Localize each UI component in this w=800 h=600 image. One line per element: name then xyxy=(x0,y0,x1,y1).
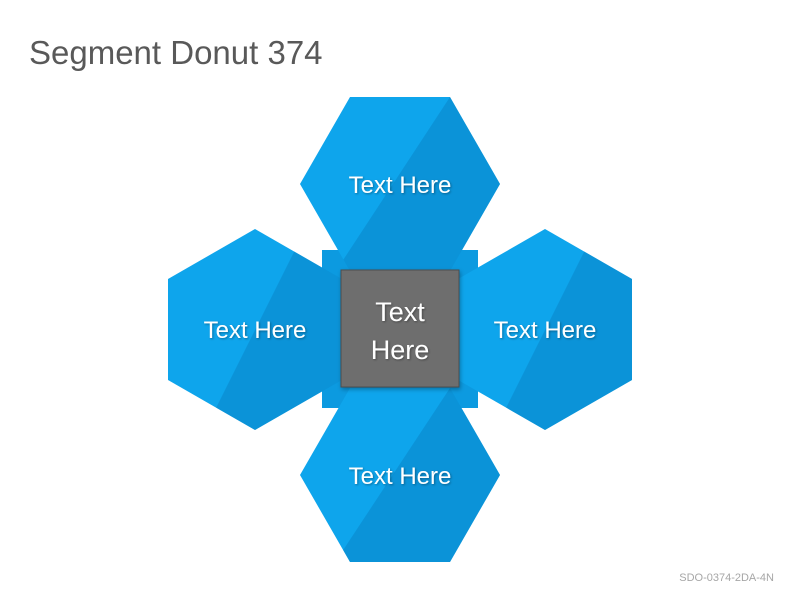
segment-label-left: Text Here xyxy=(204,317,307,344)
footer-code: SDO-0374-2DA-4N xyxy=(679,572,774,584)
center-label-line2: Here xyxy=(371,335,430,365)
hexagon-left-shade xyxy=(200,240,342,430)
center-square xyxy=(340,269,460,388)
segment-label-right: Text Here xyxy=(494,317,597,344)
segment-label-top: Text Here xyxy=(349,172,452,199)
hexagon-right-shade xyxy=(490,240,632,430)
segment-label-bottom: Text Here xyxy=(349,463,452,490)
center-label-line1: Text xyxy=(375,297,425,327)
center-block[interactable]: Text Here xyxy=(340,269,460,388)
segment-left[interactable]: Text Here xyxy=(168,229,360,440)
segment-right[interactable]: Text Here xyxy=(458,229,650,440)
segment-bottom[interactable]: Text Here xyxy=(300,388,520,570)
slide-title: Segment Donut 374 xyxy=(29,34,323,71)
